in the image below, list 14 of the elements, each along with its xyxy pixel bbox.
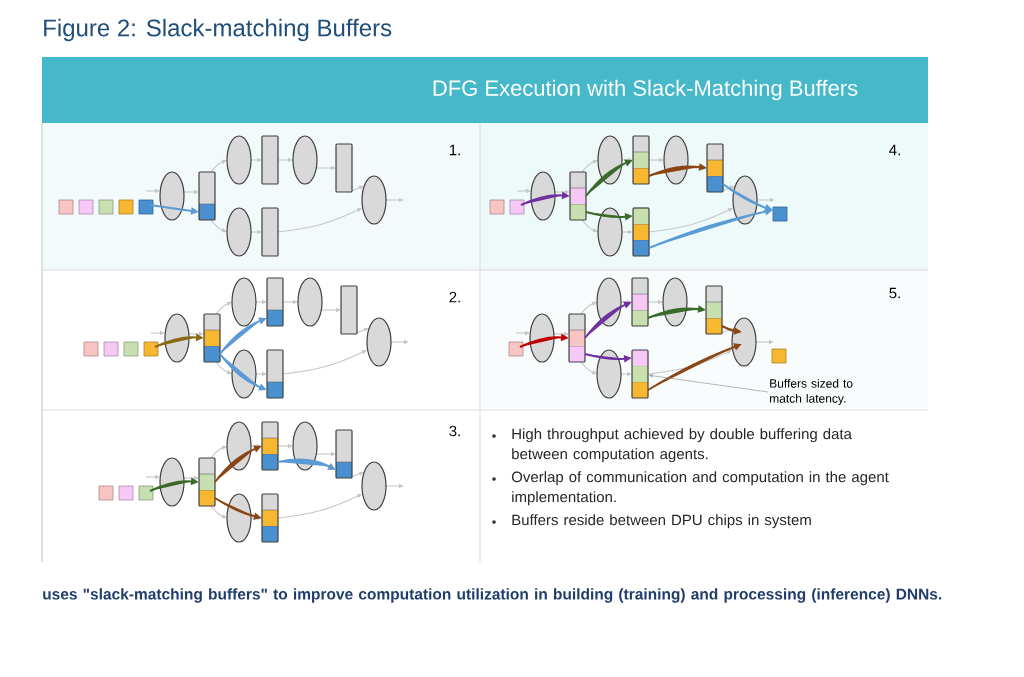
bullet-text: High throughput achieved by double buffering data between computation agents. <box>512 428 852 463</box>
figure-title: Figure 2: Slack-matching Buffers <box>44 18 392 42</box>
buffer-bar <box>631 349 649 399</box>
bullet-text: Buffers reside between DPU chips in system <box>512 514 811 529</box>
annotation-text: Buffers sized to match latency. <box>770 378 853 406</box>
panel-number: 2. <box>449 291 460 303</box>
panel-number: 5. <box>889 287 900 299</box>
leader-line <box>649 374 769 393</box>
bullet-text: Overlap of communication and computation in the agent implementation. <box>511 471 889 506</box>
panel-number: 4. <box>889 144 900 156</box>
panel-number: 3. <box>449 425 460 437</box>
caption: uses "slack-matching buffers" to improve computation utilization in building (training) and processing (inference) DNNs. <box>43 588 942 603</box>
panel-number: 1. <box>449 144 460 156</box>
header-title: DFG Execution with Slack-Matching Buffers <box>433 79 858 101</box>
